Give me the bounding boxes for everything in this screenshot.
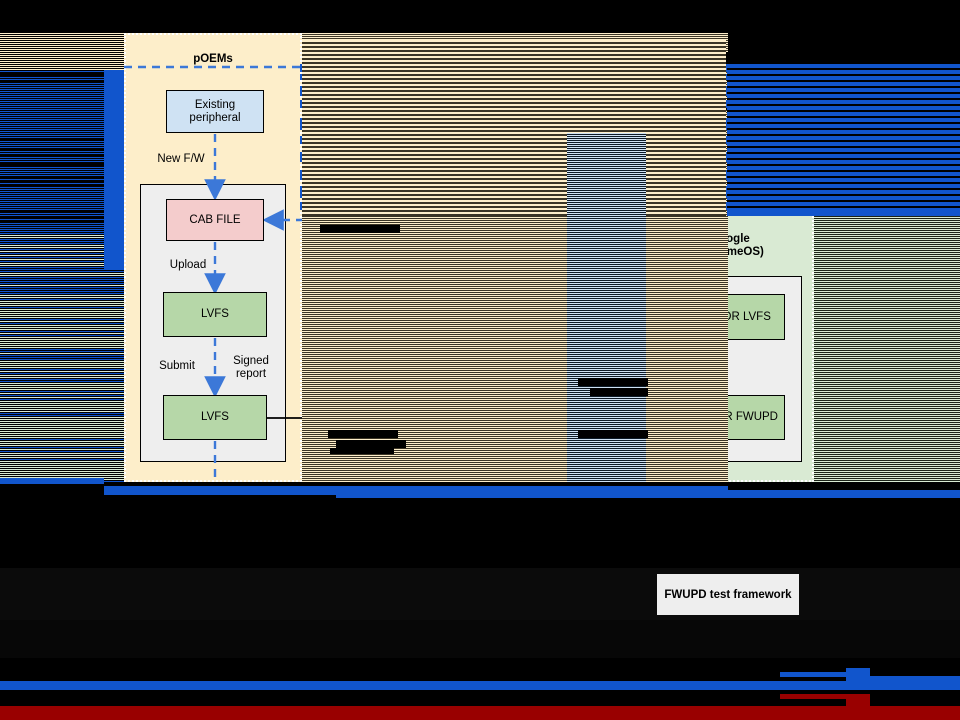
node-mirror-lvfs[interactable]: MIRROR LVFS [679,294,785,340]
label-submit-changes-line2: Changes [423,368,471,380]
label-fwupd-code-change-line1: fwupd [442,243,468,254]
node-existing-peripheral-line2: peripheral [189,111,241,124]
label-submit-changes-line1: Submit [429,355,465,367]
node-existing-peripheral-line1: Existing [194,98,236,111]
label-submit: Submit [159,360,195,372]
label-signed-report-line2: report [235,368,267,380]
node-fwupd[interactable]: FWUPD [428,395,532,440]
node-mirror-fwupd[interactable]: MIRROR FWUPD [679,395,785,440]
label-signed-report-line1: Signed [233,355,269,367]
label-submit-changes: Submit Changes [420,355,474,381]
node-lvfs-upload[interactable]: LVFS [163,292,267,337]
node-new-peripheral[interactable]: New Peripheral [430,205,532,236]
label-new-fw: New F/W [157,153,205,165]
node-plugin[interactable]: PLUGIN [428,294,535,340]
container-poems-title: pOEMs [193,53,233,65]
legend-fwupd-test-framework: FWUPD test framework [657,574,799,615]
label-upload: Upload [169,259,207,271]
label-signed-report: Signed report [224,355,278,381]
node-lvfs-signed[interactable]: LVFS [163,395,267,440]
label-fwupd-code-change-line2: code change [427,254,483,265]
node-existing-peripheral[interactable]: Existing peripheral [166,90,264,133]
label-fwupd-code-change: fwupd code change [418,243,492,265]
node-cab-file[interactable]: CAB FILE [166,199,264,241]
